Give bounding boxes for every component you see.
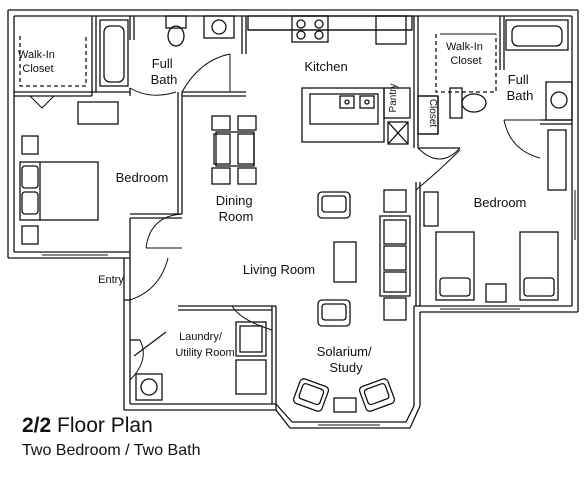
left-bedroom-furniture [19, 135, 99, 245]
label-full-bath-right: Full Bath [507, 72, 534, 103]
label-solarium: Solarium/ Study [317, 344, 376, 375]
exterior-walls [7, 9, 579, 429]
dining-table-set [211, 115, 257, 185]
label-closet: Closet [427, 99, 438, 128]
label-walk-in-closet-right: Walk-In Closet [446, 41, 486, 67]
right-bath-fixtures [449, 19, 573, 191]
label-laundry: Laundry/ Utility Room [175, 331, 234, 359]
label-bedroom-left: Bedroom [116, 170, 169, 185]
plan-title: 2/2 Floor Plan [22, 414, 153, 438]
left-bath-fixtures [77, 15, 235, 125]
closet-doors [29, 33, 496, 109]
label-full-bath-left: Full Bath [151, 56, 178, 87]
laundry-appliances [133, 321, 267, 401]
label-walk-in-closet-left: Walk-In Closet [18, 49, 58, 75]
living-room-furniture [317, 189, 439, 327]
solarium-furniture [292, 378, 396, 413]
room-labels: Walk-In Closet Full Bath Kitchen Pantry … [18, 41, 533, 375]
label-living-room: Living Room [243, 262, 315, 277]
plan-title-bold: 2/2 [22, 414, 52, 437]
right-bedroom-furniture [435, 231, 559, 303]
label-dining-room: Dining Room [216, 193, 256, 224]
label-kitchen: Kitchen [304, 59, 347, 74]
plan-title-rest: Floor Plan [57, 414, 153, 437]
door-swings [129, 53, 541, 381]
label-entry: Entry [98, 274, 124, 286]
plan-subtitle: Two Bedroom / Two Bath [22, 442, 201, 459]
label-pantry: Pantry [388, 84, 399, 113]
kitchen-fixtures [247, 15, 439, 145]
windows [42, 190, 576, 426]
closet-rods [19, 34, 497, 93]
label-bedroom-right: Bedroom [474, 195, 527, 210]
